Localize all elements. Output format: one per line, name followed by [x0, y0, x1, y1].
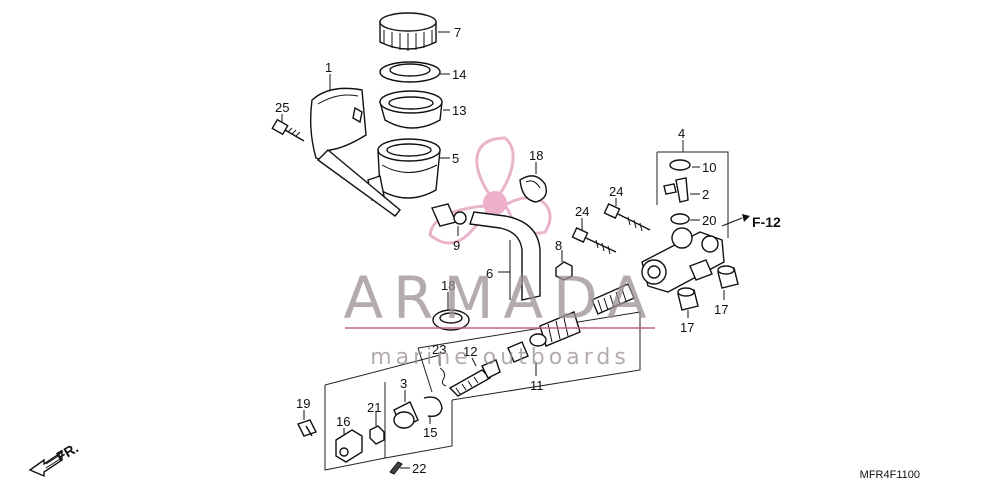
callout-18-lower: 18	[441, 278, 455, 293]
part-22-cotter-pin	[389, 461, 410, 475]
part-16-clevis	[335, 428, 363, 463]
callout-24-right: 24	[609, 184, 623, 199]
part-18-clamp-upper	[519, 162, 548, 203]
callout-2: 2	[702, 187, 709, 202]
part-23-pin	[439, 356, 447, 387]
part-20-seal	[670, 213, 700, 225]
callout-25: 25	[275, 100, 289, 115]
part-13-diaphragm	[379, 90, 450, 129]
callout-17-right: 17	[714, 302, 728, 317]
part-25-bolt	[271, 114, 305, 142]
callout-20: 20	[702, 213, 716, 228]
callout-15: 15	[423, 425, 437, 440]
part-15-circlip	[423, 396, 443, 424]
part-5-reservoir	[367, 138, 450, 201]
part-1-reservoir-cover	[309, 74, 401, 217]
callout-14: 14	[452, 67, 466, 82]
part-14-diaphragm-plate	[379, 61, 450, 83]
part-12-push-rod	[448, 357, 501, 397]
part-21-nut	[369, 412, 385, 445]
part-17-bushing-left	[677, 287, 699, 318]
frame-ref-arrow	[721, 214, 750, 227]
part-19-clevis-pin	[297, 410, 317, 437]
push-rod-frame	[384, 382, 453, 459]
part-18-clamp-lower	[432, 292, 470, 331]
part-3-boot	[393, 390, 419, 429]
callout-12: 12	[463, 344, 477, 359]
frame-ref-f12: F-12	[752, 214, 781, 230]
part-8-nut	[555, 250, 573, 281]
callout-13: 13	[452, 103, 466, 118]
part-24-bolt-right	[603, 198, 651, 232]
callout-4: 4	[678, 126, 685, 141]
callout-16: 16	[336, 414, 350, 429]
callout-8: 8	[555, 238, 562, 253]
callout-22: 22	[412, 461, 426, 476]
callout-7: 7	[454, 25, 461, 40]
watermark-tagline: marine outboards	[370, 345, 630, 370]
callout-1: 1	[325, 60, 332, 75]
callout-21: 21	[367, 400, 381, 415]
callout-3: 3	[400, 376, 407, 391]
callout-24-left: 24	[575, 204, 589, 219]
part-2-bleed-valve	[663, 177, 700, 203]
lower-group-frame	[324, 354, 441, 471]
part-10-cap	[669, 159, 700, 171]
part-6-hose	[469, 211, 541, 301]
piston-set-frame	[417, 311, 641, 401]
callout-19: 19	[296, 396, 310, 411]
callout-5: 5	[452, 151, 459, 166]
part-9-fitting	[431, 203, 467, 236]
part-17-bushing-right	[717, 265, 739, 300]
diagram-code: MFR4F1100	[860, 469, 920, 481]
assembly-4-frame	[656, 140, 729, 238]
front-direction-arrow-icon	[28, 450, 63, 478]
part-4-master-cylinder-body	[641, 227, 725, 293]
part-24-bolt-left	[571, 218, 617, 255]
callout-6: 6	[486, 266, 493, 281]
callout-17-left: 17	[680, 320, 694, 335]
watermark-brand: ARMADA	[343, 264, 656, 332]
callout-11: 11	[530, 378, 544, 393]
callout-18-upper: 18	[529, 148, 543, 163]
part-7-reservoir-cap	[379, 12, 450, 51]
callout-23: 23	[432, 342, 446, 357]
callout-9: 9	[453, 238, 460, 253]
callout-10: 10	[702, 160, 716, 175]
